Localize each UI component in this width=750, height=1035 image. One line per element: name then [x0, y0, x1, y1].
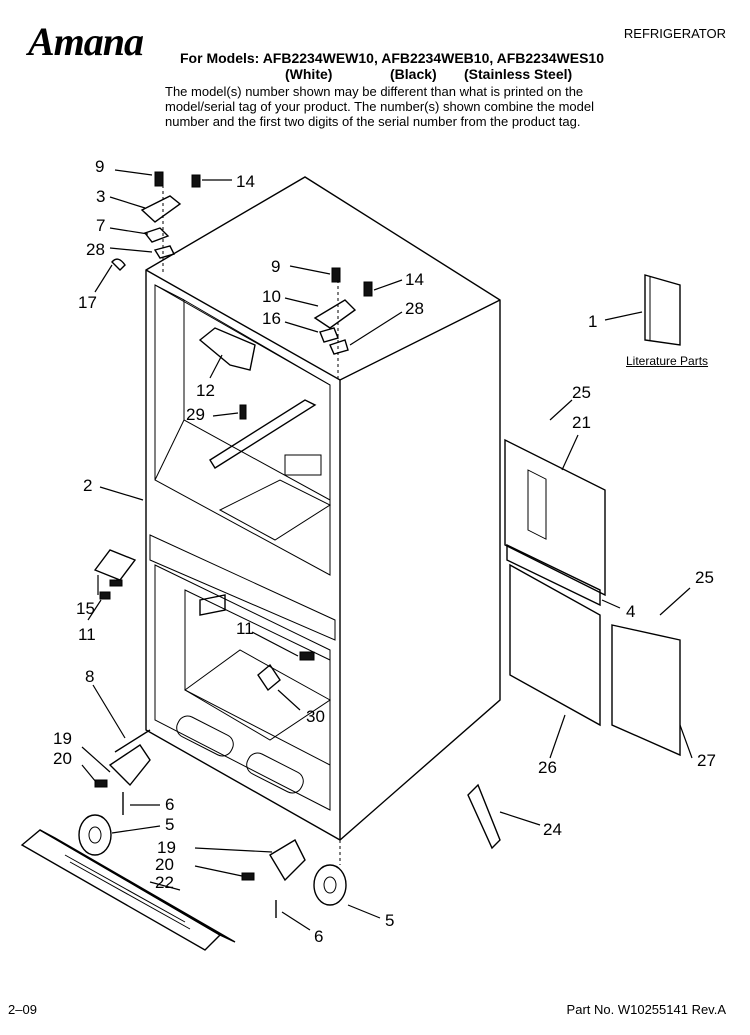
lower-hinge-left: [78, 729, 151, 856]
callout-2: 2: [83, 476, 92, 495]
model-note: The model(s) number shown may be differe…: [165, 84, 594, 129]
middle-hinge: [93, 549, 137, 600]
callout-14: 14: [236, 172, 255, 191]
callout-9: 9: [271, 257, 280, 276]
brand-logo: Amana: [28, 19, 144, 64]
literature-parts-label: Literature Parts: [626, 354, 709, 368]
callout-4: 4: [626, 602, 635, 621]
callout-22: 22: [155, 873, 174, 892]
models-line: For Models: AFB2234WEW10, AFB2234WEB10, …: [180, 50, 605, 66]
callout-5: 5: [165, 815, 174, 834]
callout-19: 19: [157, 838, 176, 857]
callouts: 9 14 3 7 28 17 9 14 10 16 28 1 12 29 25 …: [53, 157, 716, 946]
variant-stainless: (Stainless Steel): [464, 66, 573, 82]
callout-6: 6: [165, 795, 174, 814]
variant-black: (Black): [390, 66, 437, 82]
callout-16: 16: [262, 309, 281, 328]
literature-booklet: [644, 274, 681, 346]
callout-15: 15: [76, 599, 95, 618]
callout-7: 7: [96, 216, 105, 235]
callout-28: 28: [405, 299, 424, 318]
callout-29: 29: [186, 405, 205, 424]
callout-12: 12: [196, 381, 215, 400]
callout-17: 17: [78, 293, 97, 312]
callout-20: 20: [53, 749, 72, 768]
footer-part-number: Part No. W10255141 Rev.A: [566, 1002, 726, 1017]
top-hinge-left: [111, 171, 201, 272]
callout-28: 28: [86, 240, 105, 259]
callout-19: 19: [53, 729, 72, 748]
interior-parts: [198, 327, 322, 692]
callout-24: 24: [543, 820, 562, 839]
variant-white: (White): [285, 66, 333, 82]
callout-1: 1: [588, 312, 597, 331]
callout-25: 25: [695, 568, 714, 587]
footer-date: 2–09: [8, 1002, 37, 1017]
callout-20: 20: [155, 855, 174, 874]
callout-8: 8: [85, 667, 94, 686]
callout-30: 30: [306, 707, 325, 726]
callout-5: 5: [385, 911, 394, 930]
callout-26: 26: [538, 758, 557, 777]
callout-25: 25: [572, 383, 591, 402]
lower-hinge-right: [241, 839, 347, 918]
toe-grille: [20, 829, 236, 951]
callout-10: 10: [262, 287, 281, 306]
access-panels: [504, 438, 681, 757]
leader-lines: [81, 169, 693, 931]
category-label: REFRIGERATOR: [623, 26, 726, 41]
top-hinge-right: [313, 267, 373, 380]
callout-27: 27: [697, 751, 716, 770]
callout-21: 21: [572, 413, 591, 432]
cabinet: [145, 176, 501, 841]
callout-11: 11: [78, 625, 96, 644]
callout-9: 9: [95, 157, 104, 176]
callout-3: 3: [96, 187, 105, 206]
callout-11: 11: [236, 619, 254, 638]
callout-6: 6: [314, 927, 323, 946]
callout-14: 14: [405, 270, 424, 289]
wrench: [467, 783, 501, 850]
